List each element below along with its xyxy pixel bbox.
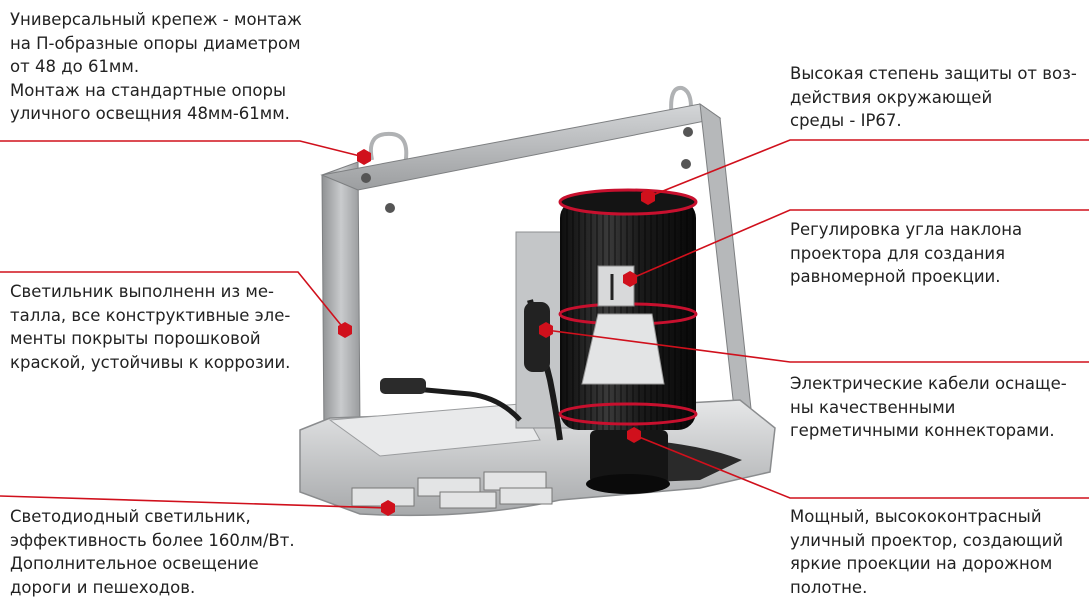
marker-metal bbox=[338, 322, 352, 338]
marker-mount bbox=[357, 149, 371, 165]
callout-led: Светодиодный светильник, эффективность б… bbox=[10, 507, 295, 597]
marker-projector bbox=[627, 427, 641, 443]
leader-lines bbox=[0, 139, 1089, 509]
callout-angle: Регулировка угла наклона проектора для с… bbox=[790, 220, 1023, 286]
callout-cables: Электрические кабели оснаще- ны качестве… bbox=[790, 374, 1067, 440]
cable-connector bbox=[380, 299, 563, 441]
callout-projector: Мощный, высококонтрасный уличный проекто… bbox=[790, 507, 1064, 597]
marker-ip67 bbox=[641, 189, 655, 205]
marker-angle bbox=[623, 271, 637, 287]
callout-ip67: Высокая степень защиты от воз- действия … bbox=[790, 64, 1077, 130]
marker-cables bbox=[539, 322, 553, 338]
projector-body bbox=[558, 188, 698, 494]
callout-metal: Светильник выполненн из ме- талла, все к… bbox=[10, 282, 291, 372]
marker-led bbox=[381, 500, 395, 516]
marker-dots bbox=[338, 149, 655, 516]
mounting-frame bbox=[320, 102, 753, 441]
callout-mount: Универсальный крепеж - монтаж на П-образ… bbox=[10, 10, 302, 123]
led-modules bbox=[351, 471, 553, 509]
